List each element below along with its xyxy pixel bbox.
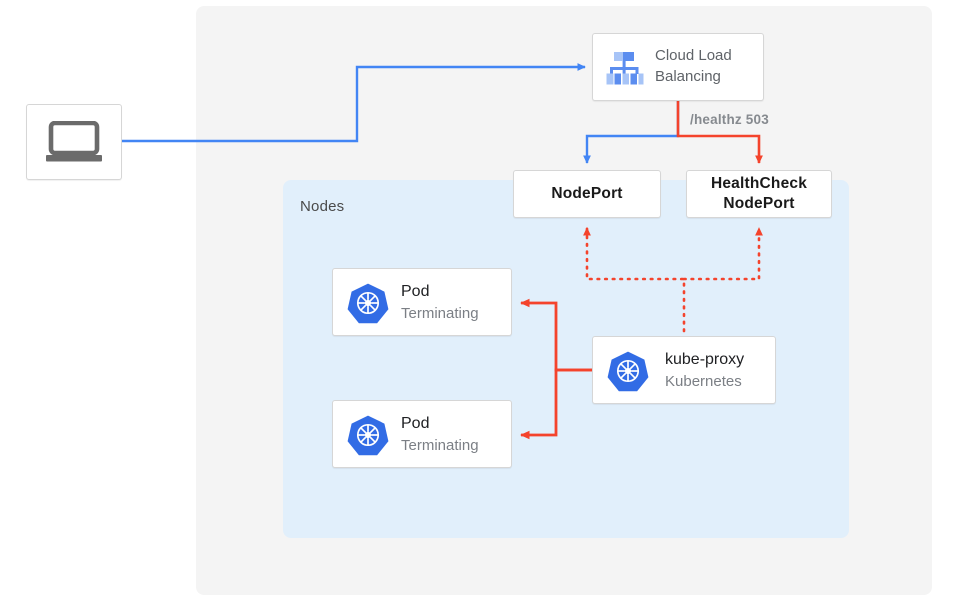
- pod-2-status: Terminating: [401, 437, 479, 454]
- pod-node-2[interactable]: Pod Terminating: [332, 400, 512, 468]
- healthcheck-nodeport-node[interactable]: HealthCheck NodePort: [686, 170, 832, 218]
- hc-label-line1: HealthCheck: [710, 175, 808, 192]
- nodes-panel-label: Nodes: [300, 198, 345, 215]
- healthz-503-label: /healthz 503: [690, 112, 769, 127]
- kubernetes-icon: [607, 351, 649, 392]
- cloud-load-balancing-icon: [606, 52, 644, 85]
- cloud-load-balancing-label: Cloud Load Balancing: [655, 45, 759, 87]
- pod-1-text: Pod Terminating: [401, 281, 479, 325]
- pod-1-status: Terminating: [401, 305, 479, 322]
- pod-2-text: Pod Terminating: [401, 413, 479, 457]
- client-node[interactable]: [26, 104, 122, 180]
- pod-1-title: Pod: [401, 283, 430, 300]
- kube-proxy-title: kube-proxy: [665, 351, 745, 368]
- kubernetes-icon: [347, 283, 389, 324]
- cloud-load-balancing-node[interactable]: Cloud Load Balancing: [592, 33, 764, 101]
- pod-node-1[interactable]: Pod Terminating: [332, 268, 512, 336]
- hc-label-line2: NodePort: [723, 195, 795, 212]
- clb-label-line2: Balancing: [655, 68, 721, 85]
- kube-proxy-subtitle: Kubernetes: [665, 373, 742, 390]
- healthcheck-nodeport-label: HealthCheck NodePort: [711, 174, 807, 214]
- laptop-icon: [46, 121, 102, 162]
- kube-proxy-node[interactable]: kube-proxy Kubernetes: [592, 336, 776, 404]
- clb-label-line1: Cloud Load: [655, 47, 732, 64]
- kube-proxy-text: kube-proxy Kubernetes: [665, 349, 744, 393]
- pod-2-title: Pod: [401, 415, 430, 432]
- kubernetes-icon: [347, 415, 389, 456]
- nodeport-label: NodePort: [551, 185, 623, 202]
- nodeport-node[interactable]: NodePort: [513, 170, 661, 218]
